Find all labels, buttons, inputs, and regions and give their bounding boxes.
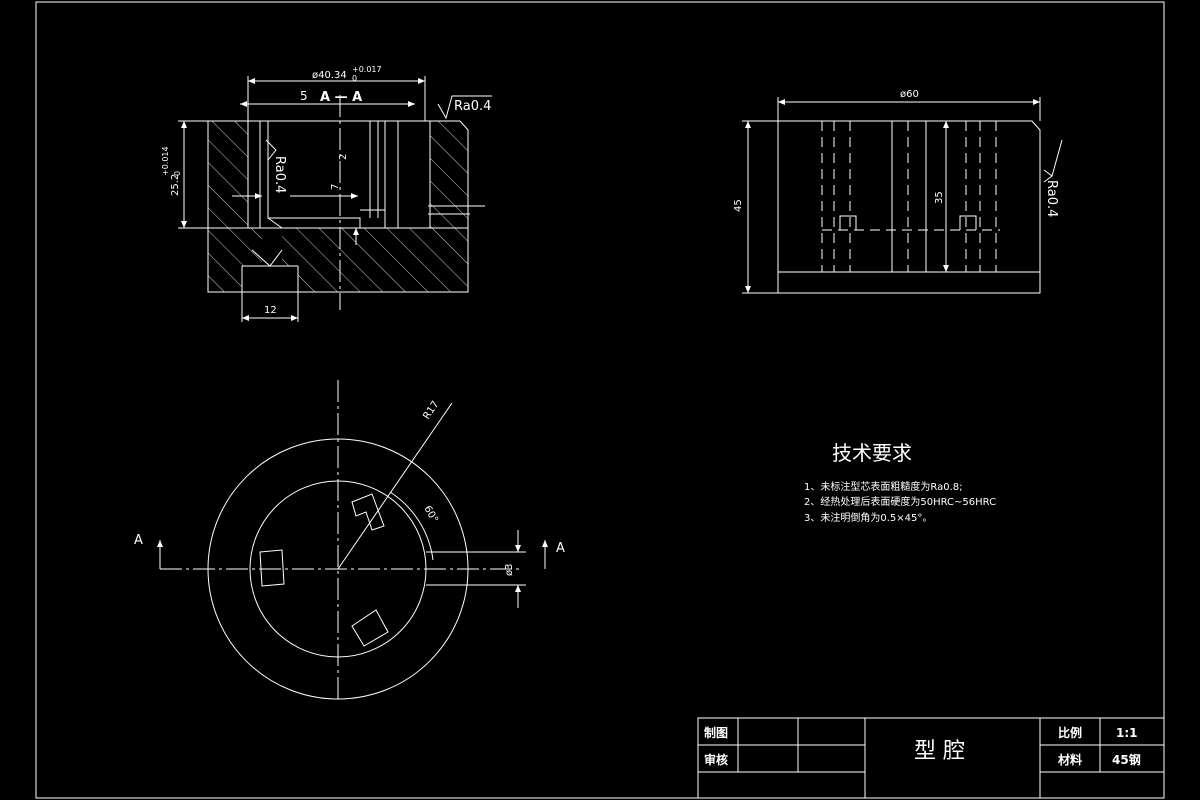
tech-req-title: 技术要求 (832, 441, 912, 465)
section-hatch-left (208, 121, 248, 228)
tech-req-item-1: 1、未标注型芯表面粗糙度为Ra0.8; (804, 480, 963, 493)
tb-part-name: 型 腔 (914, 739, 965, 764)
tb-scale-value: 1:1 (1116, 726, 1138, 740)
drawing-border (35, 1, 1165, 799)
tech-req-item-3: 3、未注明倒角为0.5×45°。 (804, 511, 932, 524)
roughness-side: Ra0.4 (1044, 180, 1059, 217)
tb-scale-label: 比例 (1058, 725, 1082, 740)
tb-material-label: 材料 (1057, 752, 1082, 767)
dim-small-7: 7 (330, 184, 341, 190)
section-view: ø40.34 +0.017 0 5 A — A Ra0.4 Ra0.4 25.2… (161, 65, 492, 322)
top-view: A A 60° R17 ø3 (134, 380, 565, 700)
dim-small-2: 2 (338, 154, 349, 160)
side-view: ø60 45 35 Ra0.4 (733, 89, 1063, 294)
dim-height: 25.2 (170, 174, 181, 196)
roughness-top: Ra0.4 (454, 99, 491, 114)
tech-req-item-2: 2、经热处理后表面硬度为50HRC~56HRC (804, 495, 996, 508)
roughness-inner: Ra0.4 (272, 156, 287, 193)
dim-slot-width: 12 (264, 305, 277, 316)
dim-height-tol-upper: +0.014 (161, 146, 170, 176)
title-block: 制图 审核 型 腔 比例 1:1 材料 45钢 (697, 717, 1165, 799)
dim-radius: R17 (421, 399, 441, 421)
tb-drawn-label: 制图 (704, 725, 728, 740)
section-hatch-bottom (208, 228, 468, 292)
dim-hole-dia: ø3 (504, 564, 515, 576)
dim-total-height: 45 (733, 199, 744, 212)
technical-requirements: 技术要求 1、未标注型芯表面粗糙度为Ra0.8; 2、经热处理后表面硬度为50H… (804, 441, 996, 524)
dim-bore-tol-lower: 0 (352, 74, 357, 83)
tb-check-label: 审核 (704, 752, 728, 767)
section-marker-left: A (134, 533, 143, 548)
dim-bore-tol-upper: +0.017 (352, 65, 382, 74)
tb-material-value: 45钢 (1112, 752, 1141, 767)
dim-bore-dia: ø40.34 (312, 70, 347, 81)
section-index: 5 (300, 89, 308, 103)
dim-height-tol-lower: 0 (173, 171, 182, 176)
section-title: A — A (320, 90, 362, 105)
dim-outer-dia: ø60 (900, 89, 919, 100)
section-marker-right: A (556, 541, 565, 556)
dim-angle: 60° (421, 504, 439, 525)
dim-inner-height: 35 (934, 191, 945, 204)
section-hatch-right (430, 121, 468, 228)
